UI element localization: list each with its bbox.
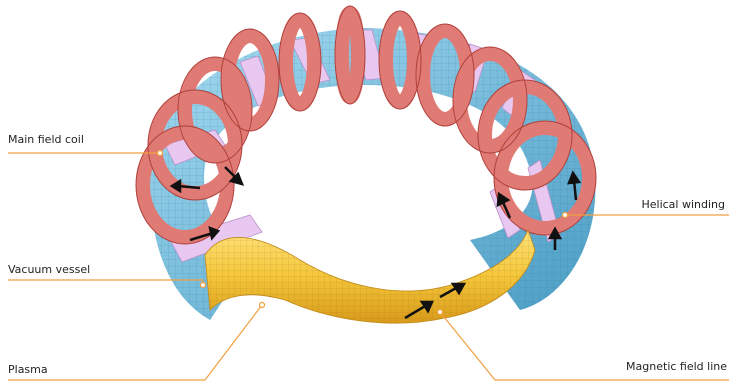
label-magnetic-field-line: Magnetic field line — [626, 360, 727, 373]
label-main-field-coil: Main field coil — [8, 133, 84, 146]
label-plasma: Plasma — [8, 363, 48, 376]
leader-lines — [8, 151, 729, 381]
label-helical-winding: Helical winding — [641, 198, 725, 211]
label-vacuum-vessel: Vacuum vessel — [8, 263, 90, 276]
